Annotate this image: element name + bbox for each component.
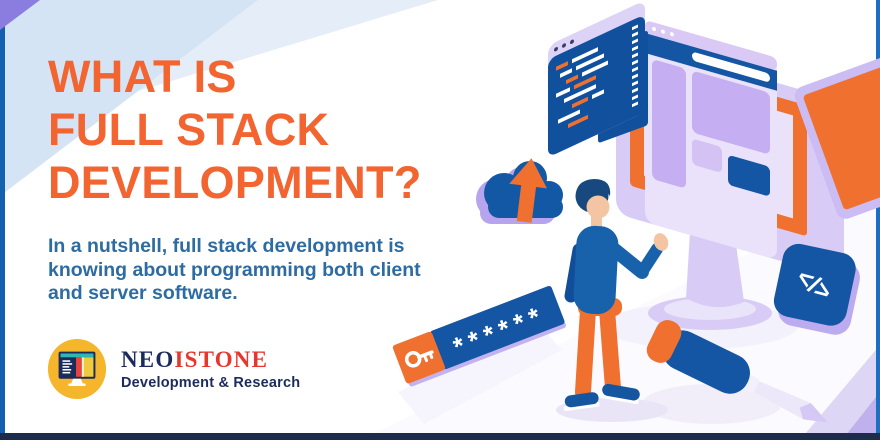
developer-character <box>556 179 669 422</box>
brand-logo: NEOISTONE Development & Research <box>46 337 300 401</box>
cloud-upload-icon <box>476 158 563 224</box>
hero-text-block: WHAT IS FULL STACK DEVELOPMENT? In a nut… <box>48 50 422 306</box>
description-text: In a nutshell, full stack development is… <box>48 235 422 306</box>
neoistone-logo-icon <box>47 338 107 400</box>
logo-text: NEOISTONE Development & Research <box>121 346 301 391</box>
logo-name-secondary: ISTONE <box>174 346 269 372</box>
description-line-3: and server software. <box>48 282 238 304</box>
description-line-1: In a nutshell, full stack development is <box>48 235 405 257</box>
logo-tagline: Development & Research <box>121 374 301 391</box>
screwdriver-icon <box>646 320 829 423</box>
browser-window-icon <box>645 21 777 258</box>
shoes <box>563 383 640 412</box>
corner-triangle <box>0 0 40 30</box>
monitor-stand <box>648 232 772 330</box>
headline-line-1: WHAT IS <box>48 51 237 102</box>
description-line-2: knowing about programming both client <box>48 258 421 281</box>
headline-line-3: DEVELOPMENT? <box>48 157 422 208</box>
key-icon <box>404 350 434 368</box>
password-field-illustration: ****** <box>392 285 566 387</box>
page-title: WHAT IS FULL STACK DEVELOPMENT? <box>48 50 422 209</box>
code-tag-icon: </> <box>773 243 860 335</box>
logo-name: NEOISTONE <box>121 346 300 372</box>
address-bar <box>692 52 770 82</box>
upload-arrow-icon <box>509 158 547 223</box>
code-editor-icon <box>548 3 645 155</box>
logo-name-primary: NEO <box>121 346 175 372</box>
background-window <box>794 57 880 219</box>
headline-line-2: FULL STACK <box>48 104 330 155</box>
